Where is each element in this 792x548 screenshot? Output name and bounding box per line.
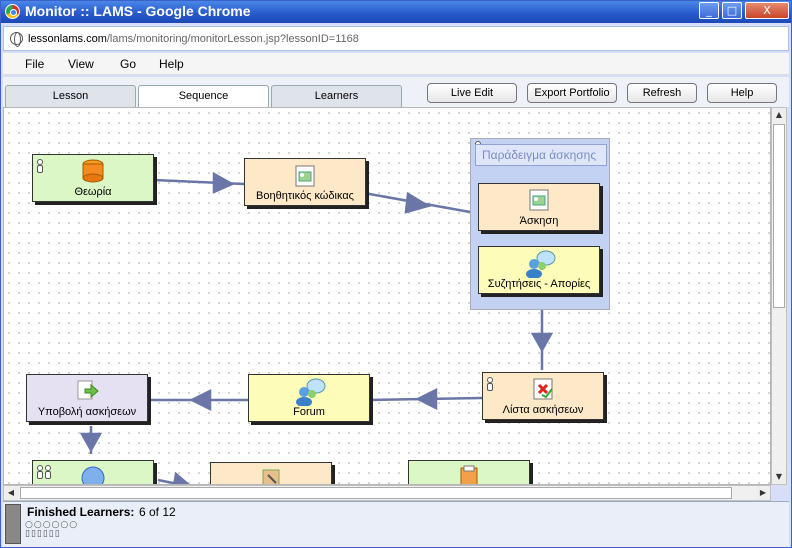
activity-partial-2[interactable] xyxy=(210,462,332,484)
minimize-button[interactable]: _ xyxy=(699,2,719,19)
transition-line xyxy=(157,478,185,484)
status-dot-icon xyxy=(45,465,51,471)
address-bar[interactable]: lessonlams.com/lams/monitoring/monitorLe… xyxy=(3,26,789,51)
arrow-head-icon xyxy=(189,388,212,412)
close-button[interactable]: X xyxy=(745,2,789,19)
status-dot-icon xyxy=(487,377,493,383)
image-document-icon xyxy=(295,165,315,187)
horizontal-scrollbar[interactable]: ◀ ▶ xyxy=(3,485,771,501)
horizontal-scroll-thumb[interactable] xyxy=(20,487,732,499)
tab-sequence[interactable]: Sequence xyxy=(138,85,269,107)
tab-lesson[interactable]: Lesson xyxy=(5,85,136,107)
status-dot-icon xyxy=(37,465,43,471)
export-portfolio-button[interactable]: Export Portfolio xyxy=(527,83,617,103)
scroll-up-icon[interactable]: ▲ xyxy=(772,108,786,122)
assessment-icon xyxy=(533,378,553,400)
lock-icon xyxy=(37,471,43,479)
arrow-head-icon xyxy=(415,387,438,411)
window-title: Monitor :: LAMS - Google Chrome xyxy=(25,3,251,19)
lock-icon xyxy=(37,165,43,173)
url-path: /lams/monitoring/monitorLesson.jsp?lesso… xyxy=(106,33,359,45)
activity-label: Λίστα ασκήσεων xyxy=(502,404,584,416)
activity-exercise[interactable]: Άσκηση xyxy=(478,183,600,231)
sequence-canvas[interactable]: Θεωρία Βοηθητικός κώδικας Παράδειγμα άσκ… xyxy=(3,107,771,485)
upload-arrow-icon xyxy=(77,380,99,400)
activity-exercise-list[interactable]: Λίστα ασκήσεων xyxy=(482,372,604,420)
url-host: lessonlams.com xyxy=(28,33,107,45)
activity-forum[interactable]: Forum xyxy=(248,374,370,422)
title-bar: Monitor :: LAMS - Google Chrome _ □ X xyxy=(1,1,791,23)
panel-toggle-handle[interactable] xyxy=(5,504,21,544)
menu-bar: File View Go Help xyxy=(3,53,789,75)
menu-help[interactable]: Help xyxy=(159,57,184,71)
lock-icon xyxy=(45,471,51,479)
arrow-head-icon xyxy=(79,432,103,453)
activity-label: Forum xyxy=(293,406,325,418)
arrow-head-icon xyxy=(404,191,432,214)
status-panel: Finished Learners: 6 of 12 ○○○○○○ ▯▯▯▯▯▯ xyxy=(3,501,789,547)
arrow-head-icon xyxy=(530,332,554,353)
activity-label: Υποβολή ασκήσεων xyxy=(37,406,137,418)
learner-icons: ○○○○○○ ▯▯▯▯▯▯ xyxy=(25,520,85,540)
activity-label: Άσκηση xyxy=(519,215,559,227)
live-edit-button[interactable]: Live Edit xyxy=(427,83,517,103)
learner-boxes-icon: ▯▯▯▯▯▯ xyxy=(25,529,61,539)
image-document-icon xyxy=(529,189,549,211)
activity-partial-3[interactable] xyxy=(408,460,530,484)
transition-arrows xyxy=(79,171,554,484)
menu-view[interactable]: View xyxy=(68,57,94,71)
maximize-button[interactable]: □ xyxy=(722,2,742,19)
vertical-scrollbar[interactable]: ▲ ▼ xyxy=(771,107,787,485)
finished-learners-label: Finished Learners: xyxy=(27,505,135,519)
activity-label: Βοηθητικός κώδικας xyxy=(256,190,354,202)
vertical-scroll-thumb[interactable] xyxy=(773,124,785,308)
circle-activity-icon xyxy=(81,466,105,484)
scroll-down-icon[interactable]: ▼ xyxy=(772,470,786,484)
arrow-head-icon xyxy=(173,471,190,484)
optional-activity-group[interactable]: Παράδειγμα άσκησης Άσκηση Συζητήσεις - Α… xyxy=(470,138,610,310)
scroll-left-icon[interactable]: ◀ xyxy=(4,486,18,500)
help-button[interactable]: Help xyxy=(707,83,777,103)
optional-group-title: Παράδειγμα άσκησης xyxy=(475,144,607,166)
database-icon xyxy=(82,159,104,183)
arrow-head-icon xyxy=(212,171,235,194)
menu-go[interactable]: Go xyxy=(120,57,137,71)
chat-users-icon xyxy=(296,378,326,406)
url-text[interactable]: lessonlams.com/lams/monitoring/monitorLe… xyxy=(28,33,359,45)
scroll-right-icon[interactable]: ▶ xyxy=(756,486,770,500)
activity-submit-exercises[interactable]: Υποβολή ασκήσεων xyxy=(26,374,148,422)
lock-icon xyxy=(487,383,493,391)
chrome-logo-icon xyxy=(5,4,20,19)
notebook-icon xyxy=(262,469,280,484)
globe-icon xyxy=(10,32,23,47)
notebook-icon xyxy=(460,465,478,484)
tab-toolbar: Lesson Sequence Learners Live Edit Expor… xyxy=(3,77,789,107)
tab-learners[interactable]: Learners xyxy=(271,85,402,107)
finished-learners-count: 6 of 12 xyxy=(139,505,176,519)
activity-label: Θεωρία xyxy=(74,186,112,198)
activity-label: Συζητήσεις - Απορίες xyxy=(487,278,591,290)
activity-code-helper[interactable]: Βοηθητικός κώδικας xyxy=(244,158,366,206)
status-dot-icon xyxy=(37,159,43,165)
refresh-button[interactable]: Refresh xyxy=(627,83,697,103)
activity-theory[interactable]: Θεωρία xyxy=(32,154,154,202)
chat-users-icon xyxy=(526,250,556,278)
activity-partial-1[interactable] xyxy=(32,460,154,484)
activity-discussions[interactable]: Συζητήσεις - Απορίες xyxy=(478,246,600,294)
learner-dots-icon: ○○○○○○ xyxy=(25,520,79,530)
menu-file[interactable]: File xyxy=(25,57,45,71)
